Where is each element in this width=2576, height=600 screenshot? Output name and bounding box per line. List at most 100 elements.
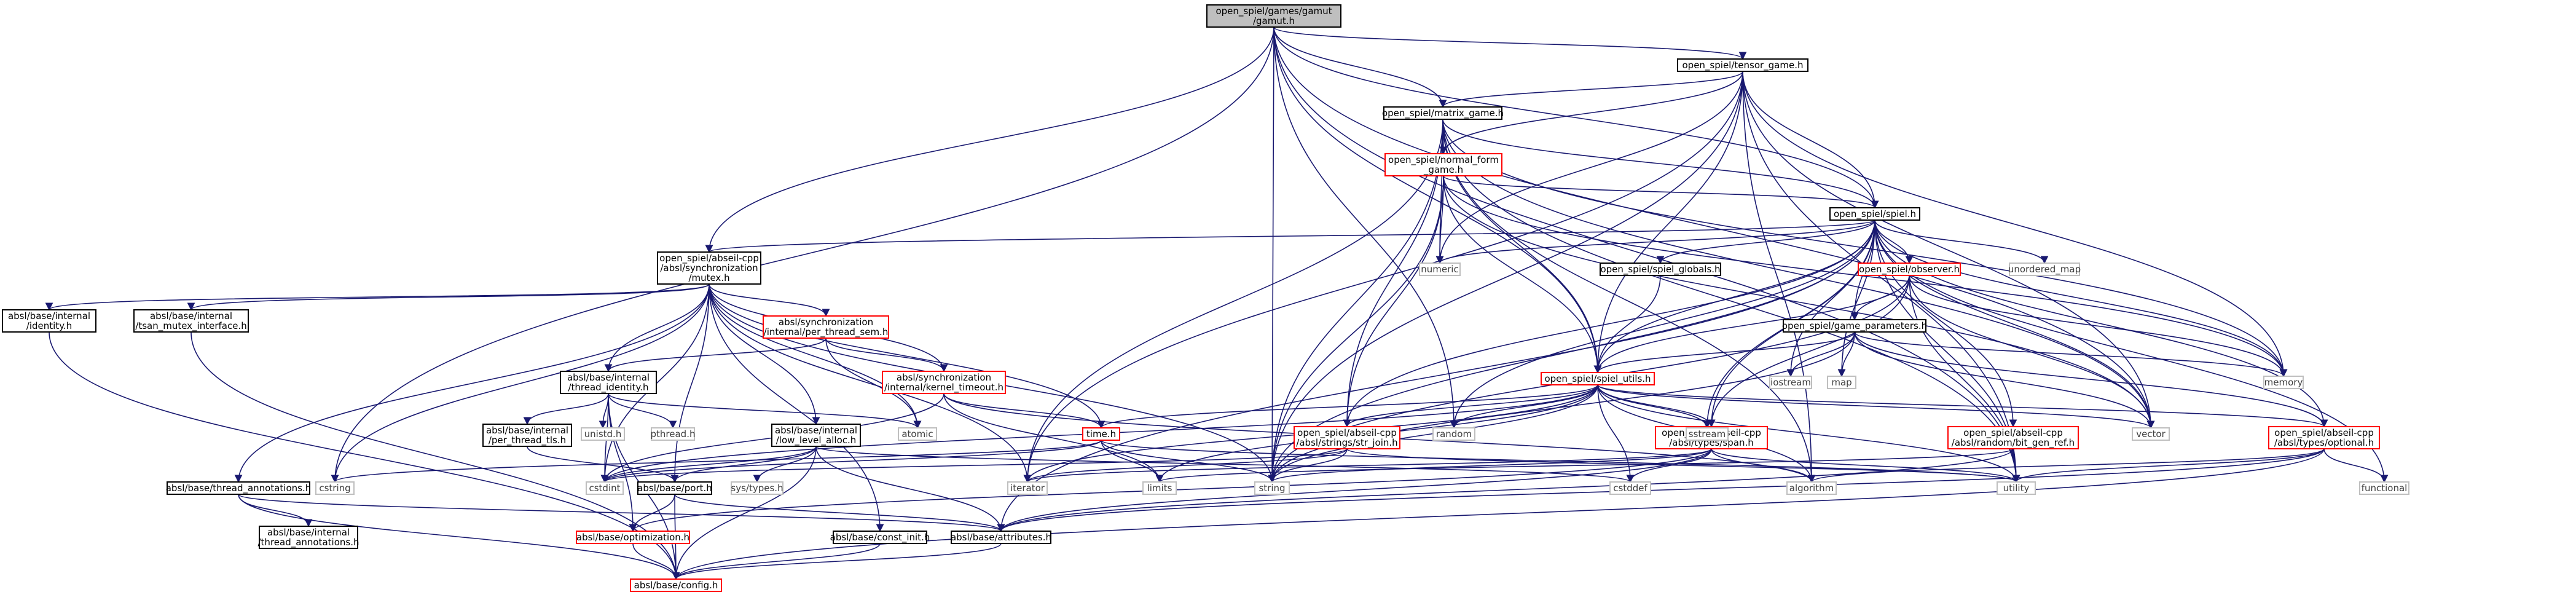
node-box [1082,427,1120,441]
node-functional: functional [2359,481,2409,495]
node-normal-form-game[interactable]: open_spiel/normal_form_game.h [1384,153,1502,176]
node-label: algorithm [1789,483,1834,494]
node-label: utility [2003,483,2030,494]
edge-optional-to-functional [2323,448,2389,483]
edge-tensor_game-to-spiel [1742,71,1879,209]
edge-optional-to-utility [2012,448,2325,483]
edge-gamut-to-tensor_game [1273,26,1747,60]
edge-kernel_timeout-to-limits [943,393,1164,483]
node-attributes[interactable]: absl/base/attributes.h [951,531,1051,544]
edge-low_level_alloc-to-port [670,446,817,483]
node-identity[interactable]: absl/base/internal/identity.h [2,309,96,333]
node-label: iterator [1010,483,1045,494]
node-box [630,578,722,592]
edge-matrix_game-to-utility [1442,119,2020,483]
edge-thread_identity-to-atomic [608,393,922,429]
node-string: string [1254,481,1290,495]
node-spiel-utils[interactable]: open_spiel/spiel_utils.h [1541,372,1655,385]
edge-mutex-to-time [709,283,1105,429]
node-spiel[interactable]: open_spiel/spiel.h [1829,207,1920,221]
dependency-edges [45,26,2389,580]
node-label: open_spiel/abseil-cpp [1963,427,2063,439]
node-box [1383,106,1502,120]
node-matrix-game[interactable]: open_spiel/matrix_game.h [1382,106,1504,120]
edge-low_level_alloc-to-config [672,446,817,580]
node-internal-thread-annotations[interactable]: absl/base/internal/thread_annotations.h [258,526,359,549]
node-limits: limits [1142,481,1177,495]
node-per-thread-tls[interactable]: absl/base/internal/per_thread_tls.h [482,424,572,447]
node-label: absl/synchronization [779,317,873,328]
edge-mutex-to-port [670,283,710,483]
edge-spiel-to-str_join [1343,219,1875,428]
node-box [1432,427,1475,441]
node-box [560,371,657,394]
node-unordered-map: unordered_map [2008,262,2081,276]
node-box [1007,481,1048,495]
edge-spiel-to-vector [1874,219,2155,429]
node-kernel-timeout[interactable]: absl/synchronization/internal/kernel_tim… [882,371,1006,394]
edge-gamut-to-spiel_utils [1273,26,1602,374]
edge-kernel_timeout-to-time [943,393,1105,429]
node-label: absl/base/internal [150,310,232,322]
edge-observer-to-spiel_utils [1593,275,1910,374]
node-port[interactable]: absl/base/port.h [637,481,712,495]
node-thread-annotations[interactable]: absl/base/thread_annotations.h [166,481,312,495]
edge-const_init-to-config [672,543,881,580]
edge-game_parameters-to-vector [1854,331,2155,429]
node-bit-gen-ref[interactable]: open_spiel/abseil-cpp/absl/random/bit_ge… [1947,426,2079,449]
edge-span-to-cstddef [1626,448,1712,483]
node-box [1294,426,1400,449]
node-mutex[interactable]: open_spiel/abseil-cpp/absl/synchronizati… [657,251,761,285]
edge-spiel-to-bit_gen_ref [1874,219,2017,428]
node-tensor-game[interactable]: open_spiel/tensor_game.h [1677,58,1808,72]
node-utility: utility [1997,481,2036,495]
node-box [1783,319,1926,333]
edge-tensor_game-to-matrix_game [1439,71,1743,108]
edge-tensor_game-to-algorithm [1742,71,1816,483]
node-game-parameters[interactable]: open_spiel/game_parameters.h [1782,319,1927,333]
node-config[interactable]: absl/base/config.h [630,578,722,592]
node-per-thread-sem[interactable]: absl/synchronization/internal/per_thread… [763,315,889,339]
node-label: map [1831,377,1852,388]
node-const-init[interactable]: absl/base/const_init.h [830,531,930,544]
edge-spiel_utils-to-optional [1597,384,2328,428]
node-box [1677,58,1808,72]
node-label: string [1259,483,1285,494]
edge-optional-to-attributes [997,448,2325,532]
node-thread-identity[interactable]: absl/base/internal/thread_identity.h [560,371,657,394]
node-box [637,481,712,495]
node-box [1384,153,1502,176]
edge-game_parameters-to-memory [1854,331,2288,377]
edge-per_thread_sem-to-thread_identity [604,338,827,373]
node-box [657,251,761,285]
edge-tensor_game-to-memory [1742,71,2288,377]
edge-observer-to-span [1707,275,1910,428]
edge-per_thread_sem-to-atomic [825,338,922,429]
node-gamut[interactable]: open_spiel/games/gamut/gamut.h [1206,4,1341,28]
node-optimization[interactable]: absl/base/optimization.h [576,531,690,544]
node-time[interactable]: time.h [1082,427,1120,441]
node-box [2,309,96,333]
edge-tensor_game-to-normal_form_game [1439,71,1743,155]
edge-bit_gen_ref-to-limits [1156,448,2014,483]
edge-thread_annotations-to-attributes [238,494,1005,532]
node-label: absl/synchronization [897,372,991,383]
node-label: _game.h [1423,164,1463,176]
node-label: limits [1147,483,1172,494]
node-observer[interactable]: open_spiel/observer.h [1858,262,1961,276]
node-str-join[interactable]: open_spiel/abseil-cpp/absl/strings/str_j… [1294,426,1400,449]
edge-spiel-to-spiel_globals [1656,219,1875,264]
edge-span-to-string [1268,448,1712,483]
node-tsan[interactable]: absl/base/internal/tsan_mutex_interface.… [133,309,249,333]
node-low-level-alloc[interactable]: absl/base/internal/low_level_alloc.h [771,424,861,447]
edge-mutex-to-tsan [187,283,710,311]
node-spiel-globals[interactable]: open_spiel/spiel_globals.h [1600,262,1721,276]
node-box [1142,481,1177,495]
node-label: absl/base/port.h [637,483,712,494]
node-label: open_spiel/abseil-cpp [2274,427,2374,439]
node-label: open_spiel/spiel.h [1834,208,1916,220]
edge-spiel-to-attributes [997,219,1875,532]
node-optional[interactable]: open_spiel/abseil-cpp/absl/types/optiona… [2268,426,2380,449]
edge-game_parameters-to-string [1268,331,1855,483]
